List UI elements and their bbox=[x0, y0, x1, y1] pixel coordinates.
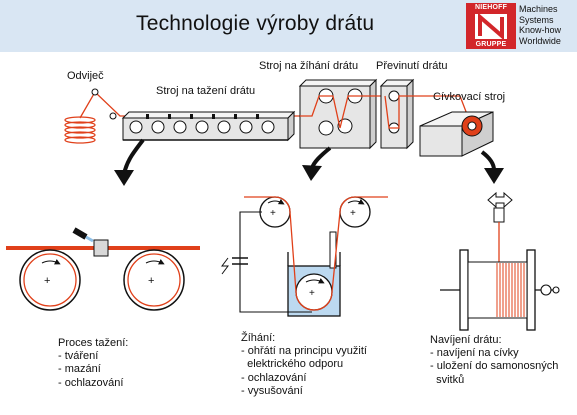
drawing-process-heading: Proces tažení: bbox=[58, 337, 129, 349]
tagline-line: Worldwide bbox=[519, 35, 561, 46]
svg-text:+: + bbox=[148, 275, 154, 287]
drawing-die bbox=[93, 239, 109, 257]
label-annealing-machine: Stroj na žíhání drátu bbox=[259, 60, 359, 72]
spooling-process-text: Navíjení drátu: - navíjení na cívky - ul… bbox=[430, 334, 558, 387]
label-spooler: Cívkovací stroj bbox=[433, 91, 506, 103]
drawing-process-item: - mazání bbox=[58, 363, 101, 376]
traverse-guide bbox=[493, 207, 505, 223]
svg-text:+: + bbox=[309, 288, 315, 299]
spool-flange-left bbox=[459, 249, 469, 331]
wire-path-annealing bbox=[244, 196, 388, 293]
annealing-machine bbox=[298, 78, 378, 150]
payoff-guide-pulley bbox=[91, 88, 99, 96]
dancer-unit bbox=[379, 78, 415, 150]
drawing-capstans bbox=[129, 120, 275, 134]
spooling-detail bbox=[440, 191, 560, 331]
niehoff-logo: NIEHOFF GRUPPE bbox=[466, 3, 516, 49]
logo-top-text: NIEHOFF bbox=[474, 4, 508, 11]
arrow-to-annealing-head bbox=[302, 165, 322, 181]
label-dancer: Převinutí drátu bbox=[376, 60, 448, 72]
spool-flange-right bbox=[526, 249, 536, 331]
spooling-process-item: - navíjení na cívky bbox=[430, 347, 519, 360]
annealing-process-text: Žíhání: - ohřátí na principu využití ele… bbox=[241, 332, 367, 398]
tagline-line: Systems bbox=[519, 14, 554, 25]
voltage-icon bbox=[221, 257, 229, 275]
svg-text:+: + bbox=[44, 275, 50, 287]
page-title: Technologie výroby drátu bbox=[136, 12, 375, 35]
drawing-process-item: - ochlazování bbox=[58, 376, 124, 389]
annealing-process-item: - ohřátí na principu využití bbox=[241, 345, 367, 358]
capstan-right bbox=[123, 249, 185, 311]
drawing-process-text: Proces tažení: - tváření - mazání - ochl… bbox=[58, 337, 128, 390]
electrical-circuit bbox=[239, 211, 312, 313]
spooler-machine bbox=[419, 111, 494, 157]
tagline: Machines Systems Know-how Worldwide bbox=[519, 4, 561, 46]
spooling-process-item: - uložení do samonosných bbox=[430, 360, 559, 373]
arrow-to-drawing-icon bbox=[122, 138, 145, 175]
annealing-process-item: - ochlazování bbox=[241, 371, 307, 384]
annealing-detail: + + + bbox=[221, 196, 388, 317]
traverse-arrow-icon bbox=[487, 191, 513, 209]
logo-bottom-text: GRUPPE bbox=[475, 41, 507, 48]
tagline-line: Know-how bbox=[519, 25, 562, 35]
spooling-process-item: svitků bbox=[430, 373, 465, 386]
payoff-coil bbox=[64, 116, 96, 144]
drawing-dies bbox=[146, 114, 259, 119]
tagline-line: Machines bbox=[519, 4, 558, 14]
arrow-to-spooling-head bbox=[484, 168, 504, 184]
wire-path-dancer bbox=[384, 95, 471, 129]
arrow-to-drawing-head bbox=[114, 170, 134, 186]
spool-coupling bbox=[540, 284, 552, 296]
arrow-to-spooling-icon bbox=[480, 150, 496, 171]
drawing-detail: + + bbox=[6, 227, 200, 311]
capstan-left bbox=[19, 249, 81, 311]
guide-pulley bbox=[109, 112, 117, 120]
svg-text:+: + bbox=[350, 208, 356, 219]
spooling-process-heading: Navíjení drátu: bbox=[430, 334, 502, 346]
annealing-process-item: - vysušování bbox=[241, 384, 303, 397]
logo-n-icon bbox=[475, 12, 507, 41]
arrow-to-annealing-icon bbox=[310, 146, 332, 169]
svg-text:+: + bbox=[270, 208, 276, 219]
wire-path-annealer bbox=[300, 95, 385, 129]
annealing-process-heading: Žíhání: bbox=[241, 332, 276, 344]
drawing-process-item: - tváření bbox=[58, 350, 99, 363]
label-drawing-machine: Stroj na tažení drátu bbox=[156, 85, 256, 97]
annealing-process-item: elektrického odporu bbox=[241, 358, 344, 371]
lubricant-nozzle-icon bbox=[72, 227, 88, 240]
label-payoff: Odviječ bbox=[67, 70, 104, 82]
